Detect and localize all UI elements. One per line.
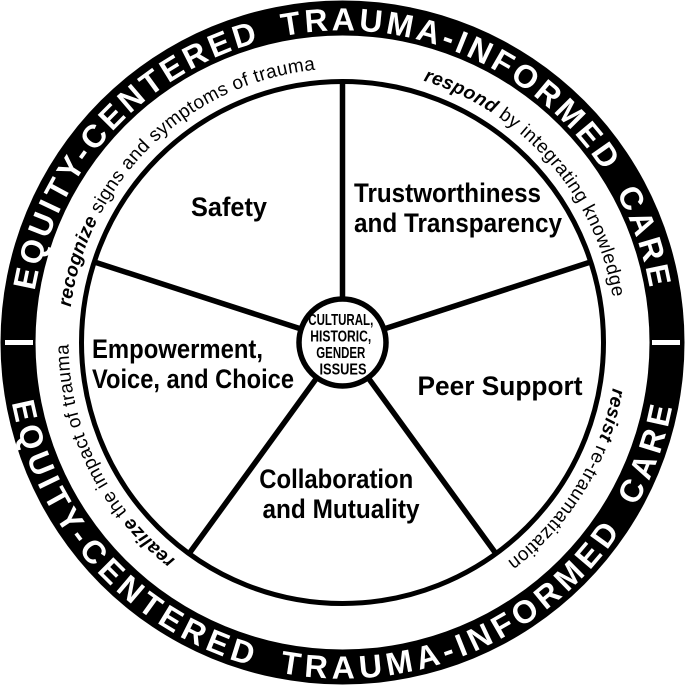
center-circle [296, 296, 389, 389]
segment-label-safety: Safety [191, 192, 267, 222]
center-circle-text: CULTURAL, HISTORIC, GENDER ISSUES [308, 312, 377, 379]
segment-label-peer-support: Peer Support [418, 371, 583, 401]
segment-divider-line [94, 259, 302, 332]
center-text-line: HISTORIC, [310, 329, 371, 346]
segment-label-line: and Mutuality [263, 494, 420, 524]
segment-label-line: Collaboration [259, 464, 413, 494]
segment-label-empowerment-voice-and-choice: Empowerment, Voice, and Choice [92, 334, 294, 394]
segment-divider-line [366, 376, 498, 555]
segment-label-line: Empowerment, [92, 334, 263, 364]
center-text-line: GENDER [316, 345, 365, 362]
center-text-line: CULTURAL, [308, 312, 373, 329]
segment-divider-line [383, 259, 591, 332]
segment-label-collaboration-and-mutuality: Collaboration and Mutuality [259, 464, 421, 524]
segment-label-line: and Transparency [354, 208, 562, 238]
segment-label-line: Trustworthiness [354, 178, 541, 208]
segment-label-line: Peer Support [418, 371, 583, 401]
segment-label-trustworthiness-and-transparency: Trustworthiness and Transparency [354, 178, 562, 238]
segment-dividers [94, 82, 591, 555]
segment-label-line: Voice, and Choice [92, 364, 294, 394]
center-text-line: ISSUES [320, 362, 367, 379]
segment-divider-line [187, 376, 319, 555]
segment-label-line: Safety [191, 192, 267, 222]
